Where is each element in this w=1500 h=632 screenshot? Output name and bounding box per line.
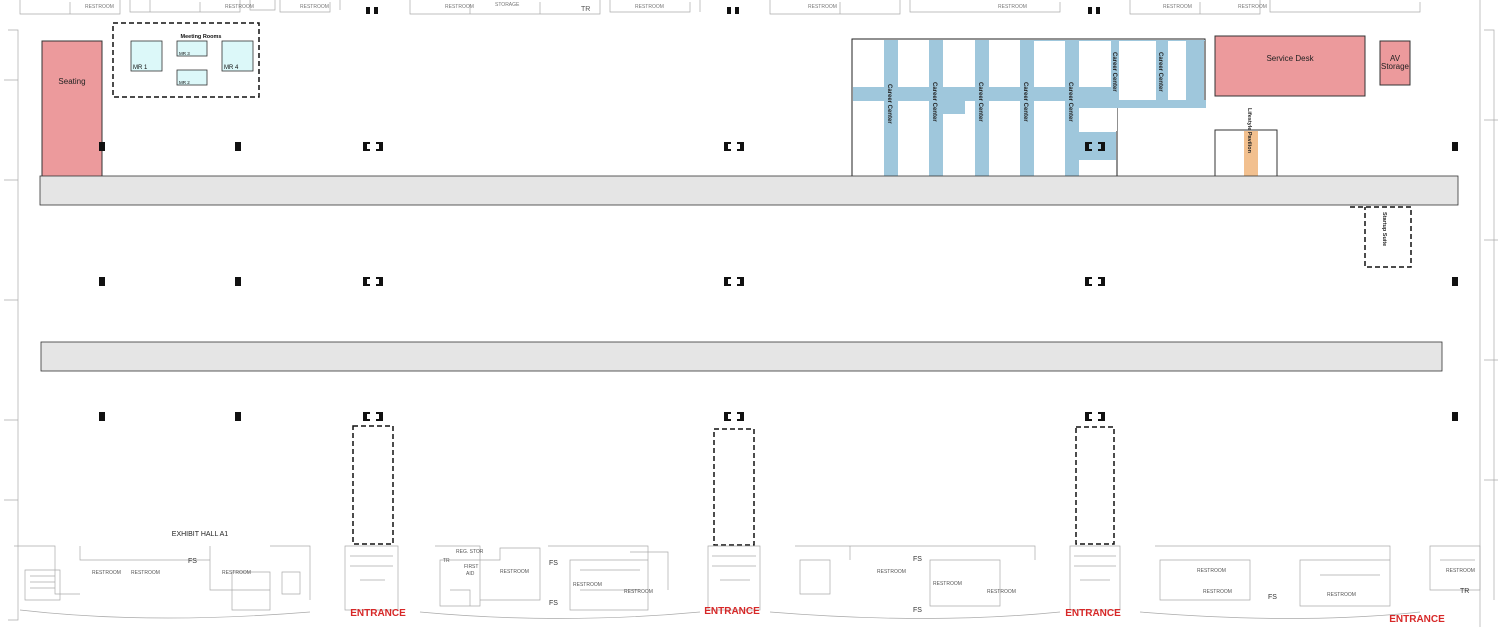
meeting-room-3 xyxy=(176,40,208,57)
bottom-restroom-label-6: RESTROOM xyxy=(624,589,653,595)
bottom-restroom-label-8: RESTROOM xyxy=(933,581,962,587)
entrance-zone-2 xyxy=(713,428,755,546)
bottom-restroom-label-10: RESTROOM xyxy=(1197,568,1226,574)
seating-area xyxy=(41,40,103,178)
first-aid-label-line2: AID xyxy=(466,571,475,577)
bottom-tr-label: TR xyxy=(1460,588,1469,595)
top-storage-label: STORAGE xyxy=(495,2,520,8)
top-building-strip xyxy=(4,0,1498,627)
top-tr-label: TR xyxy=(581,6,590,13)
meeting-rooms-outline xyxy=(112,22,260,98)
entrance-label-3: ENTRANCE xyxy=(1065,608,1121,619)
fs-label-5: FS xyxy=(913,607,922,614)
top-restroom-label-7: RESTROOM xyxy=(998,4,1027,10)
career-center-label-3: Career Center xyxy=(977,82,983,122)
lifestyle-pavilion-strip xyxy=(1244,131,1258,177)
hall-label: EXHIBIT HALL A1 xyxy=(172,531,229,538)
bottom-restroom-label-12: RESTROOM xyxy=(1327,592,1356,598)
startup-suite-label: Startup Suite xyxy=(1381,212,1387,246)
career-center-area xyxy=(851,38,1206,178)
aisle-upper xyxy=(39,175,1459,206)
bottom-tr-label-small: TR xyxy=(443,558,450,564)
seating-label: Seating xyxy=(58,77,85,86)
entrance-label-1: ENTRANCE xyxy=(350,608,406,619)
top-restroom-label-2: RESTROOM xyxy=(225,4,254,10)
bottom-restroom-label-9: RESTROOM xyxy=(987,589,1016,595)
fs-label-3: FS xyxy=(549,600,558,607)
top-restroom-label-8: RESTROOM xyxy=(1163,4,1192,10)
bottom-restroom-label-2: RESTROOM xyxy=(131,570,160,576)
meeting-rooms-title: Meeting Rooms xyxy=(181,34,222,40)
startup-suite-outline xyxy=(1350,206,1412,268)
bottom-restroom-label-4: RESTROOM xyxy=(500,569,529,575)
entrance-zone-1 xyxy=(352,425,394,545)
bottom-restroom-label-5: RESTROOM xyxy=(573,582,602,588)
fs-label-1: FS xyxy=(188,558,197,565)
entrance-zone-3 xyxy=(1075,426,1115,545)
bottom-building-strip xyxy=(14,545,1481,619)
bottom-restroom-label-7: RESTROOM xyxy=(877,569,906,575)
bottom-restroom-label-3: RESTROOM xyxy=(222,570,251,576)
first-aid-label-line1: FIRST xyxy=(464,564,478,570)
top-restroom-label-1: RESTROOM xyxy=(85,4,114,10)
mr4-label: MR 4 xyxy=(224,65,239,71)
fs-label-2: FS xyxy=(549,560,558,567)
career-center-label-1: Career Center xyxy=(886,84,892,124)
meeting-room-1 xyxy=(130,40,163,72)
top-restroom-label-6: RESTROOM xyxy=(808,4,837,10)
top-columns xyxy=(366,7,1100,14)
av-storage-label-line2: Storage xyxy=(1381,62,1410,71)
mr2-label: MR 2 xyxy=(179,80,190,85)
av-storage-label-line1: AV xyxy=(1390,54,1401,63)
entrance-label-2: ENTRANCE xyxy=(704,606,760,617)
mr3-label: MR 3 xyxy=(179,51,190,56)
bottom-restroom-label-1: RESTROOM xyxy=(92,570,121,576)
career-center-label-7: Career Center xyxy=(1157,52,1163,92)
career-center-label-4: Career Center xyxy=(1022,82,1028,122)
meeting-room-2 xyxy=(176,69,208,86)
mr1-label: MR 1 xyxy=(133,65,148,71)
top-restroom-label-9: RESTROOM xyxy=(1238,4,1267,10)
meeting-room-4 xyxy=(221,40,254,72)
aisle-lower xyxy=(40,341,1443,372)
lifestyle-pavilion-label: Lifestyle Pavilion xyxy=(1246,108,1252,154)
building-columns xyxy=(99,142,1458,421)
bottom-restroom-label-11: RESTROOM xyxy=(1203,589,1232,595)
reg-stor-label: REG. STOR xyxy=(456,549,484,555)
top-restroom-label-3: RESTROOM xyxy=(300,4,329,10)
entrance-label-4: ENTRANCE xyxy=(1389,614,1445,625)
fs-label-4: FS xyxy=(913,556,922,563)
career-center-label-6: Career Center xyxy=(1111,52,1117,92)
career-center-label-5: Career Center xyxy=(1067,82,1073,122)
top-restroom-label-5: RESTROOM xyxy=(635,4,664,10)
fs-label-6: FS xyxy=(1268,594,1277,601)
service-desk-area xyxy=(1214,35,1366,97)
bottom-restroom-label-13: RESTROOM xyxy=(1446,568,1475,574)
career-center-label-2: Career Center xyxy=(931,82,937,122)
av-storage-area xyxy=(1379,40,1411,86)
top-restroom-label-4: RESTROOM xyxy=(445,4,474,10)
service-desk-label: Service Desk xyxy=(1266,54,1314,63)
